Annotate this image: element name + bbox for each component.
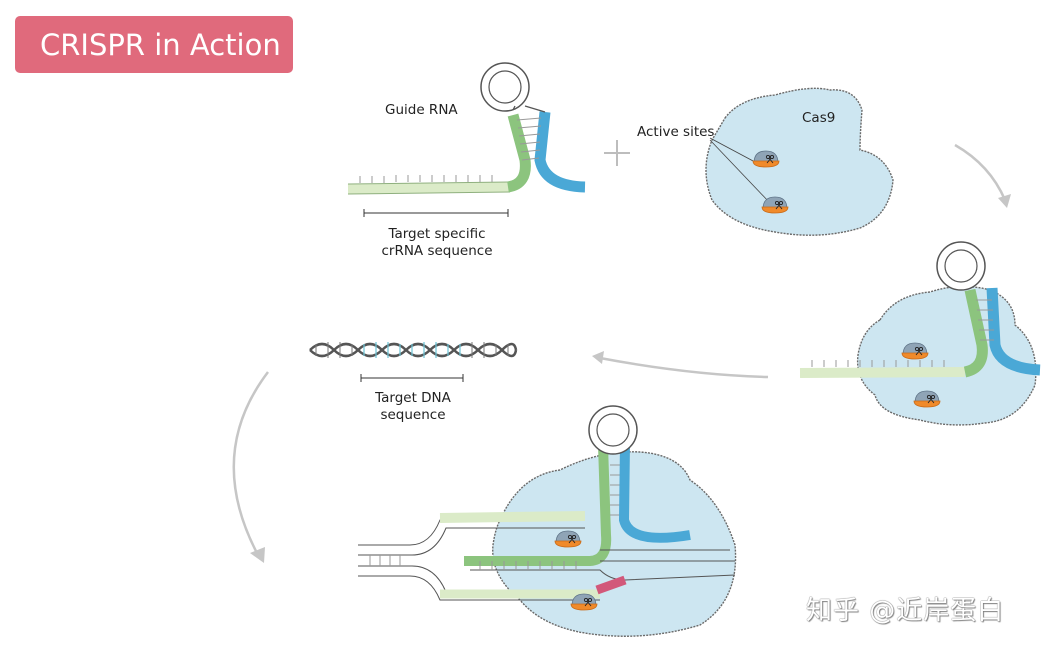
watermark: 知乎 @近岸蛋白: [806, 596, 1005, 626]
target-dna-line1: Target DNA: [375, 390, 451, 406]
flow-arrow-icon: [592, 351, 769, 379]
cas9-dna-complex: [358, 405, 737, 637]
target-dna-line2: sequence: [380, 407, 446, 423]
flow-arrow-icon: [232, 371, 269, 563]
guide-rna-label: Guide RNA: [385, 102, 458, 118]
target-dna-label: Target DNA sequence: [368, 390, 458, 424]
cas9-protein: [705, 87, 894, 236]
target-dna: [309, 342, 518, 382]
cas9-grna-complex: [799, 241, 1041, 426]
guide-rna: [347, 62, 586, 217]
target-specific-label: Target specific crRNA sequence: [378, 226, 496, 260]
title-badge: CRISPR in Action: [15, 16, 293, 73]
plus-icon: [604, 140, 630, 166]
target-specific-line1: Target specific: [388, 226, 486, 242]
target-specific-line2: crRNA sequence: [381, 243, 493, 259]
cas9-label: Cas9: [802, 110, 836, 126]
active-sites-label: Active sites: [637, 124, 715, 140]
flow-arrow-icon: [954, 143, 1011, 208]
page-title: CRISPR in Action: [40, 27, 281, 62]
